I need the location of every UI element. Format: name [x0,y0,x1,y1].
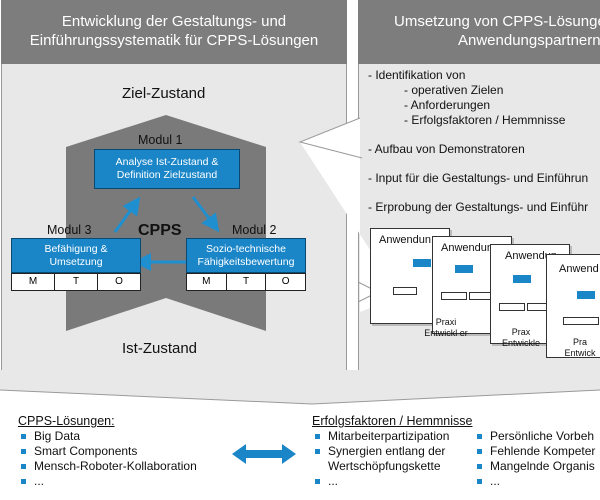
partner-card-3-title: Anwendun [505,250,557,262]
current-state-label: Ist-Zustand [122,340,198,357]
partner-card-4-footer: Pra Entwick [564,337,596,358]
module-1-box: Analyse Ist-Zustand & Definition Zielzus… [94,149,240,189]
cpps-solution-item-4: ... [20,474,197,489]
partner-card-2-footer: Praxi Entwickl er [424,317,468,338]
module-1-title: Modul 1 [138,133,183,147]
factor-item-3: ... [314,474,449,489]
factor-item-2-cont: Wertschöpfungskette [328,459,441,473]
right-list-sub-2: - Anforderungen [404,98,491,112]
partner-card-2-title: Anwendun [441,242,493,254]
right-list-sub-3: - Erfolgsfaktoren / Hemmnisse [404,113,566,127]
barrier-item-1: Persönliche Vorbeh [476,429,595,444]
module-2-mto-t: T [227,274,267,290]
right-list-item-input: - Input für die Gestaltungs- und Einführ… [368,171,589,185]
success-factors-list-1: Mitarbeiterpartizipation Synergien entla… [314,429,449,489]
left-header-line-2: Einführungssystematik für CPPS-Lösungen [29,32,319,49]
cpps-solution-item-1: Big Data [20,429,197,444]
module-2-line-1: Sozio-technische [206,242,286,255]
cpps-center-label: CPPS [138,222,182,239]
barrier-item-2: Fehlende Kompeter [476,444,595,459]
module-3-mto-row: M T O [11,273,141,291]
module-3-line-1: Befähigung & [44,242,108,255]
arrow-module3-to-module1 [113,196,141,233]
cpps-solution-item-3: Mensch-Roboter-Kollaboration [20,459,197,474]
left-header-line-1: Entwicklung der Gestaltungs- und [61,13,287,30]
module-3-mto-m: M [12,274,55,290]
success-factors-title: Erfolgsfaktoren / Hemmnisse [312,414,473,428]
target-state-label: Ziel-Zustand [122,85,206,102]
module-1-line-2: Definition Zielzustand [116,169,218,181]
module-1-line-1: Analyse Ist-Zustand & [115,156,219,168]
module-2-mto-row: M T O [186,273,306,291]
cpps-solutions-title: CPPS-Lösungen: [18,414,115,428]
module-3-mto-t: T [55,274,98,290]
module-2-line-2: Fähigkeitsbewertung [197,255,295,268]
left-panel-header: Entwicklung der Gestaltungs- und Einführ… [1,0,347,64]
module-3-line-2: Umsetzung [49,255,103,268]
barrier-item-4: ... [476,474,595,489]
module-3-box: Befähigung & Umsetzung [11,238,141,273]
right-header-line-1: Umsetzung von CPPS-Lösungen [394,13,600,30]
right-list-item-identification: - Identifikation von [368,68,466,82]
right-list-sub-1: - operativen Zielen [404,83,504,97]
partner-card-4: Anwend Pra Entwick [546,254,600,358]
double-arrow-icon [232,444,296,464]
right-list-item-demonstrators: - Aufbau von Demonstratoren [368,142,525,156]
module-3-mto-o: O [115,276,123,287]
factor-item-1: Mitarbeiterpartizipation [314,429,449,444]
right-list: - Identifikation von - operativen Zielen… [368,68,588,215]
bottom-divider-chevron [0,370,600,405]
arrow-module1-to-module2 [191,196,220,233]
cpps-solution-item-2: Smart Components [20,444,197,459]
partner-card-3-footer: Prax Entwickle [501,327,540,348]
module-2-title: Modul 2 [232,223,277,237]
module-2-mto-m: M [187,274,227,290]
success-factors-list-2: Persönliche Vorbeh Fehlende Kompeter Man… [476,429,595,489]
right-list-item-trial: - Erprobung der Gestaltungs- und Einführ [368,200,589,214]
module-2-mto-o: O [281,276,290,287]
partner-card-4-title: Anwend [559,263,599,275]
partner-card-1-title: Anwendun [379,234,431,246]
module-3-title: Modul 3 [47,223,92,237]
barrier-item-3: Mangelnde Organis [476,459,595,474]
right-panel-header: Umsetzung von CPPS-Lösungen Anwendungspa… [358,0,600,64]
right-header-line-2: Anwendungspartnern [458,32,600,49]
cpps-solutions-list: Big Data Smart Components Mensch-Roboter… [20,429,197,489]
module-2-box: Sozio-technische Fähigkeitsbewertung [186,238,306,273]
factor-item-2: Synergien entlang der [314,444,449,459]
